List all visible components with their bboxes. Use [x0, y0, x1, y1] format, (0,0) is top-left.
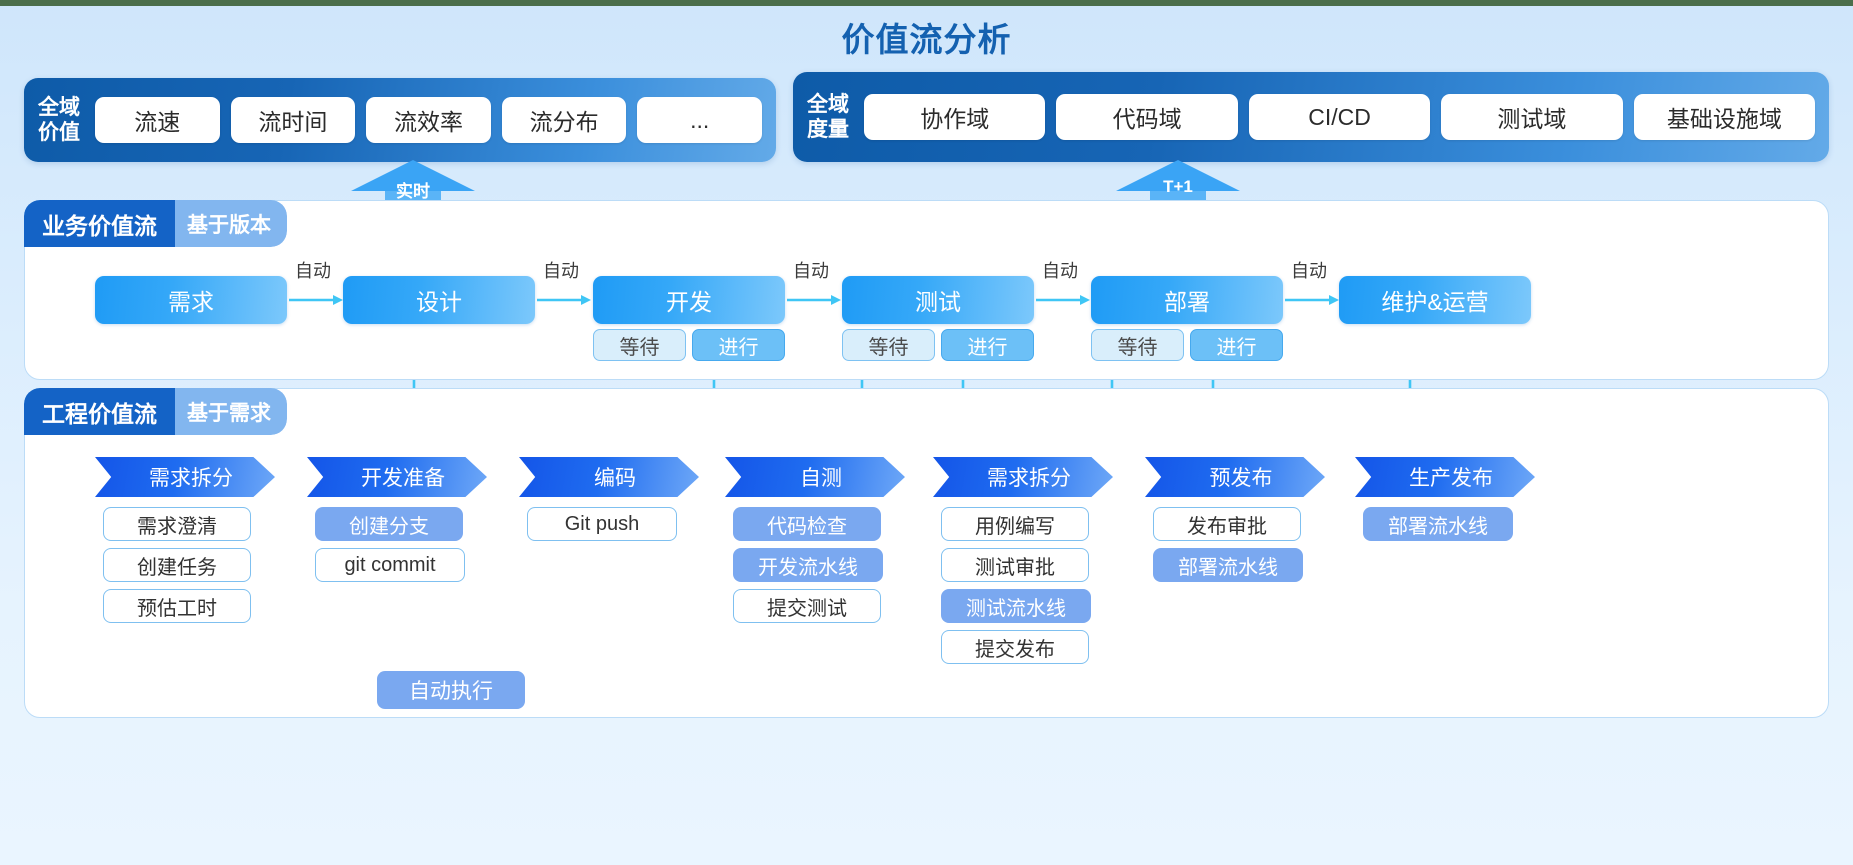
- business-transition-label-4: 自动: [1042, 261, 1078, 281]
- engineering-stage-6-item-2[interactable]: 部署流水线: [1153, 548, 1303, 582]
- value-chip-flow-time[interactable]: 流时间: [230, 97, 356, 143]
- business-stream-subtitle: 基于版本: [175, 200, 287, 247]
- business-stage-5-progress-chip[interactable]: 进行: [1190, 329, 1283, 361]
- engineering-stage-5[interactable]: 需求拆分: [933, 457, 1113, 497]
- engineering-stage-3[interactable]: 编码: [519, 457, 699, 497]
- page-title: 价值流分析: [841, 21, 1012, 58]
- engineering-stage-7[interactable]: 生产发布: [1355, 457, 1535, 497]
- engineering-stream-title: 工程价值流: [24, 388, 175, 435]
- business-transition-arrow-1: [289, 295, 343, 305]
- business-stage-1[interactable]: 需求: [95, 276, 287, 324]
- engineering-stage-1[interactable]: 需求拆分: [95, 457, 275, 497]
- engineering-stage-5-item-4[interactable]: 提交发布: [941, 630, 1089, 664]
- engineering-value-stream-section: 工程价值流 基于需求 需求拆分需求澄清创建任务预估工时 开发准备创建分支 git c…: [24, 388, 1829, 718]
- value-chip-flow-efficiency[interactable]: 流效率: [366, 97, 491, 143]
- metric-chip-collaboration[interactable]: 协作域: [864, 94, 1046, 140]
- business-transition-arrow-5: [1285, 295, 1339, 305]
- global-value-label: 全域 价值: [38, 96, 80, 144]
- value-chip-more[interactable]: ...: [637, 97, 762, 143]
- business-transition-arrow-3: [787, 295, 841, 305]
- business-stream-tab: 业务价值流 基于版本: [24, 200, 287, 247]
- engineering-stream-tab: 工程价值流 基于需求: [24, 388, 287, 435]
- engineering-stage-5-item-3[interactable]: 测试流水线: [941, 589, 1091, 623]
- business-stage-4-wait-chip[interactable]: 等待: [842, 329, 935, 361]
- arrow-head: [351, 160, 475, 191]
- auto-exec-tag[interactable]: 自动执行: [377, 671, 525, 709]
- engineering-stage-4[interactable]: 自测: [725, 457, 905, 497]
- business-transition-label-1: 自动: [295, 261, 331, 281]
- engineering-stage-2-item-1[interactable]: 创建分支: [315, 507, 463, 541]
- business-transition-label-5: 自动: [1291, 261, 1327, 281]
- business-stage-3-wait-chip[interactable]: 等待: [593, 329, 686, 361]
- business-stage-2[interactable]: 设计: [343, 276, 535, 324]
- business-stage-6[interactable]: 维护&运营: [1339, 276, 1531, 324]
- global-metric-panel: 全域 度量 协作域 代码域 CI/CD 测试域 基础设施域: [793, 72, 1829, 162]
- business-transition-label-3: 自动: [793, 261, 829, 281]
- engineering-stage-2[interactable]: 开发准备: [307, 457, 487, 497]
- engineering-stage-7-item-1[interactable]: 部署流水线: [1363, 507, 1513, 541]
- business-transition-arrow-2: [537, 295, 591, 305]
- business-stage-3-progress-chip[interactable]: 进行: [692, 329, 785, 361]
- business-value-stream-section: 业务价值流 基于版本 需求自动设计自动开发自动等待进行测试自动等待进行部署自动等…: [24, 200, 1829, 380]
- business-transition-label-2: 自动: [543, 261, 579, 281]
- engineering-stage-2-item-2[interactable]: git commit: [315, 548, 465, 582]
- engineering-stage-1-item-2[interactable]: 创建任务: [103, 548, 251, 582]
- engineering-stage-5-item-1[interactable]: 用例编写: [941, 507, 1089, 541]
- global-value-panel: 全域 价值 流速 流时间 流效率 流分布 ...: [24, 78, 776, 162]
- value-chip-flow-speed[interactable]: 流速: [95, 97, 220, 143]
- engineering-stage-4-item-3[interactable]: 提交测试: [733, 589, 881, 623]
- engineering-stage-6-item-1[interactable]: 发布审批: [1153, 507, 1301, 541]
- engineering-stage-1-item-3[interactable]: 预估工时: [103, 589, 251, 623]
- business-stage-3[interactable]: 开发: [593, 276, 785, 324]
- global-metric-label: 全域 度量: [807, 93, 849, 141]
- business-stage-4-progress-chip[interactable]: 进行: [941, 329, 1034, 361]
- business-stream-title: 业务价值流: [24, 200, 175, 247]
- engineering-stage-5-item-2[interactable]: 测试审批: [941, 548, 1089, 582]
- engineering-stage-4-item-1[interactable]: 代码检查: [733, 507, 881, 541]
- engineering-stage-4-item-2[interactable]: 开发流水线: [733, 548, 883, 582]
- engineering-stage-6[interactable]: 预发布: [1145, 457, 1325, 497]
- t-plus-one-arrow-label: T+1: [1163, 177, 1193, 196]
- metric-chip-cicd[interactable]: CI/CD: [1248, 94, 1431, 140]
- business-stage-4[interactable]: 测试: [842, 276, 1034, 324]
- top-accent-strip: [0, 0, 1853, 6]
- metric-chip-test[interactable]: 测试域: [1441, 94, 1623, 140]
- business-transition-arrow-4: [1036, 295, 1090, 305]
- value-chip-flow-distribution[interactable]: 流分布: [501, 97, 627, 143]
- arrow-head: [1116, 160, 1240, 191]
- metric-chip-code[interactable]: 代码域: [1056, 94, 1238, 140]
- engineering-stream-subtitle: 基于需求: [175, 388, 287, 435]
- realtime-arrow-label: 实时: [396, 182, 430, 201]
- engineering-stage-3-item-1[interactable]: Git push: [527, 507, 677, 541]
- engineering-stage-1-item-1[interactable]: 需求澄清: [103, 507, 251, 541]
- business-stage-5[interactable]: 部署: [1091, 276, 1283, 324]
- metric-chip-infrastructure[interactable]: 基础设施域: [1633, 94, 1816, 140]
- business-stage-5-wait-chip[interactable]: 等待: [1091, 329, 1184, 361]
